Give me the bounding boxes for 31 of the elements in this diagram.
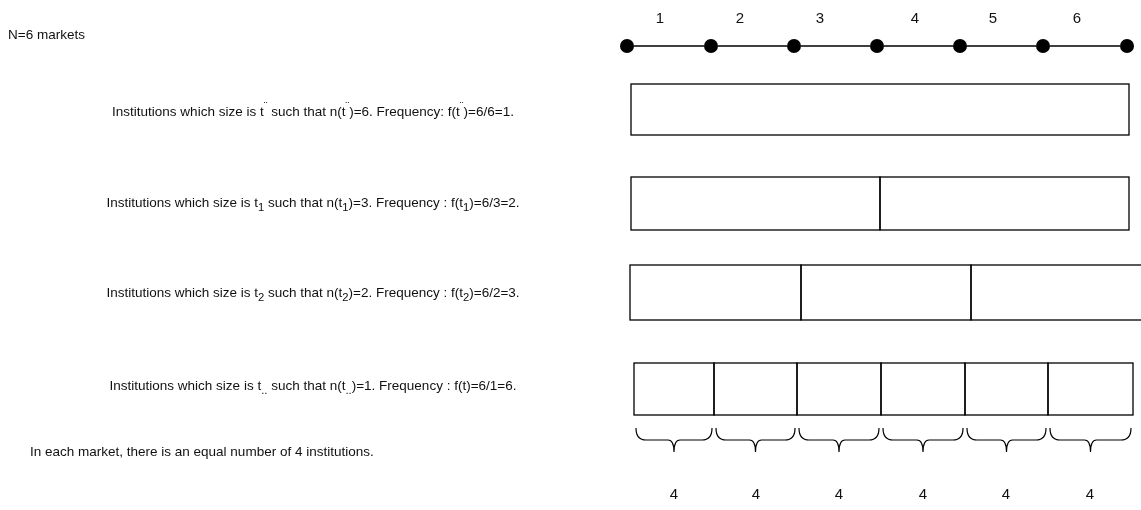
market-number: 3 (815, 10, 825, 26)
row-description: Institutions which size is t$_{..}$ such that n(t$_{..}$)=1. Frequency : f(t)=6/1=6. (109, 378, 517, 398)
count-number: 4 (669, 486, 679, 502)
market-number: 6 (1072, 10, 1082, 26)
market-number: 5 (988, 10, 998, 26)
market-dot (704, 39, 718, 53)
count-number: 4 (1085, 486, 1095, 502)
connecting-line (966, 45, 1037, 47)
summary-note: In each market, there is an equal number of 4 institutions. (30, 444, 374, 460)
count-number: 4 (918, 486, 928, 502)
count-number: 4 (751, 486, 761, 502)
row-description: Institutions which size is t$_{1}$ such that n(t$_{1}$)=3. Frequency : f(t$_{1}$)=6/3=2. (106, 195, 520, 215)
connecting-line (1049, 45, 1121, 47)
market-dot (870, 39, 884, 53)
market-number: 4 (910, 10, 920, 26)
market-dot (787, 39, 801, 53)
connecting-line (800, 45, 871, 47)
market-number: 1 (655, 10, 665, 26)
market-dot (620, 39, 634, 53)
connecting-line (633, 45, 705, 47)
row-description: Institutions which size is t$^{¨}$ such that n(t$^{¨}$)=6. Frequency: f(t$^{¨}$)=6/6=1. (112, 99, 514, 120)
count-number: 4 (1001, 486, 1011, 502)
connecting-line (717, 45, 788, 47)
row-description: Institutions which size is t$_{2}$ such that n(t$_{2}$)=2. Frequency : f(t$_{2}$)=6/2=3. (106, 285, 520, 305)
market-dot (953, 39, 967, 53)
market-count-text: N=6 markets (8, 27, 85, 43)
market-dot (1120, 39, 1134, 53)
market-dot (1036, 39, 1050, 53)
market-number: 2 (735, 10, 745, 26)
connecting-line (883, 45, 954, 47)
count-number: 4 (834, 486, 844, 502)
